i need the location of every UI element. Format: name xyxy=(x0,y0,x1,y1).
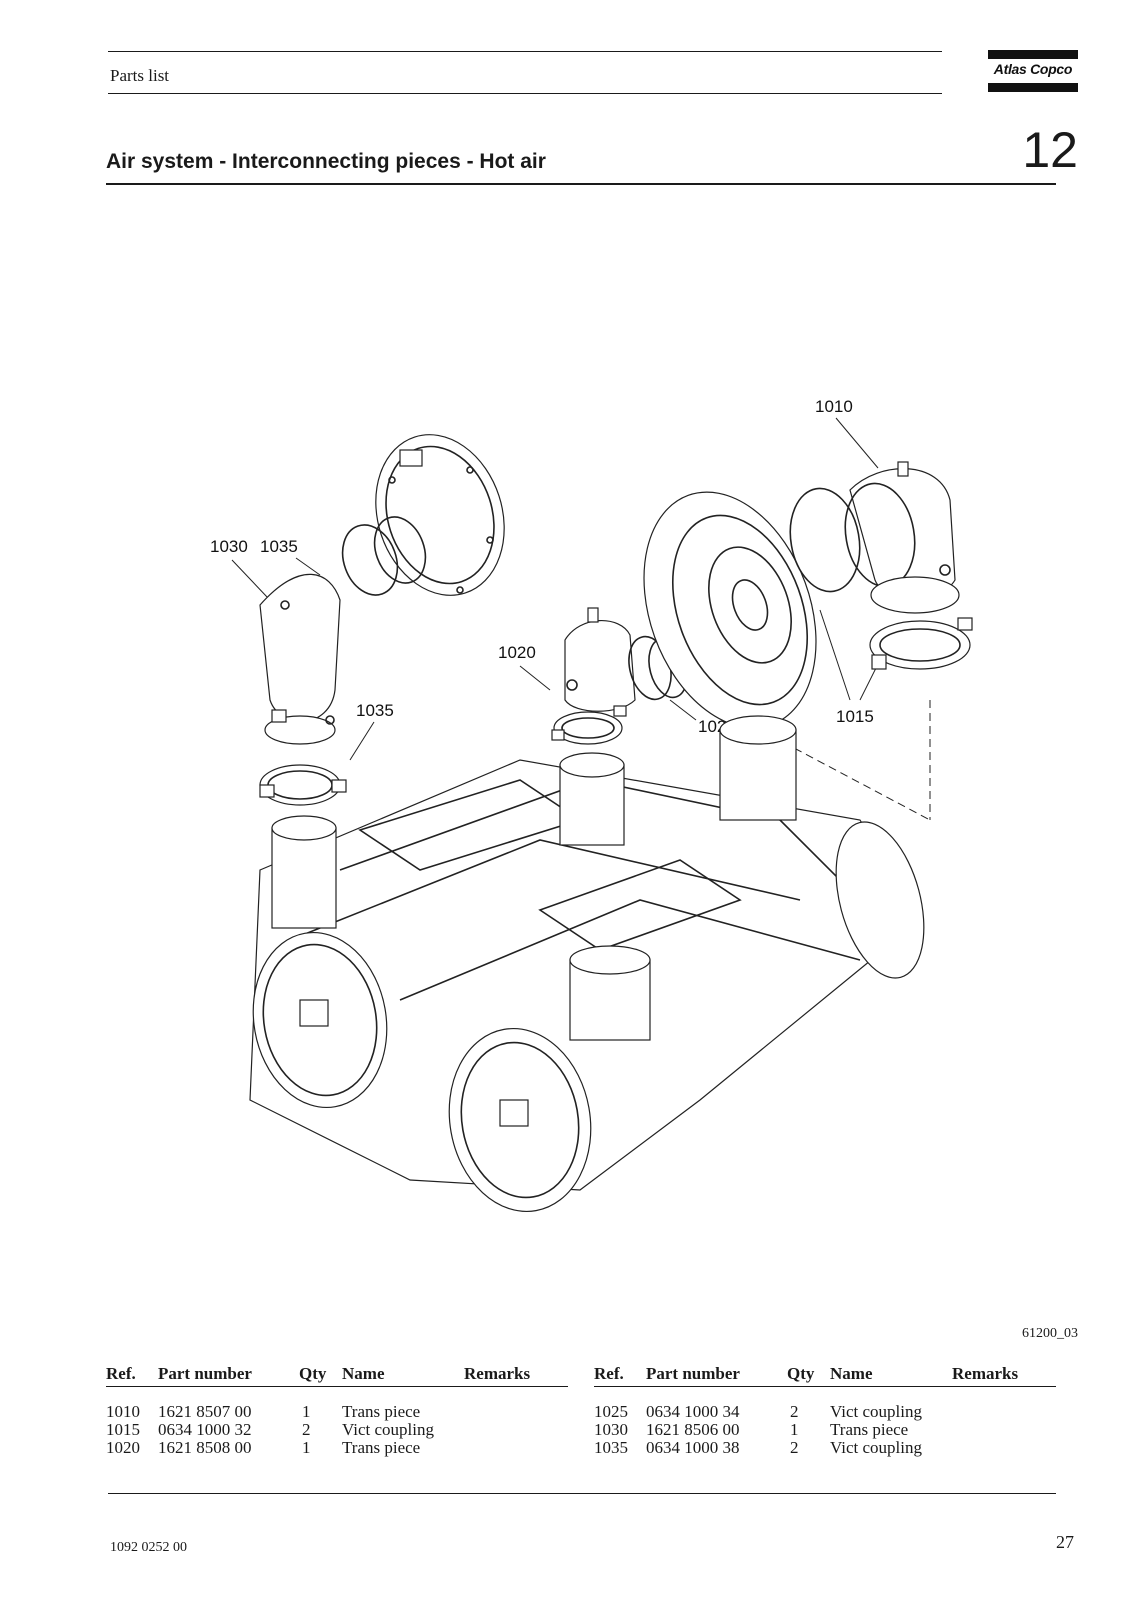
callout-1030: 1030 xyxy=(210,537,248,556)
cell-ref: 1020 xyxy=(106,1438,140,1457)
vict-coupling-1025 xyxy=(551,705,627,745)
cell-qty: 2 xyxy=(302,1420,311,1439)
col-ref: Ref. xyxy=(594,1364,624,1383)
cell-qty: 1 xyxy=(790,1420,799,1439)
callout-1010: 1010 xyxy=(815,400,853,416)
callout-1035-lower: 1035 xyxy=(356,701,394,720)
cell-name: Trans piece xyxy=(342,1438,421,1457)
callout-1020: 1020 xyxy=(498,643,536,662)
logo-text: Atlas Copco xyxy=(993,61,1073,77)
trans-piece-1010 xyxy=(844,461,960,614)
exploded-parts-drawing: 1010 1030 1035 1020 1035 1025 1015 xyxy=(210,400,973,1213)
page-title: Air system - Interconnecting pieces - Ho… xyxy=(106,150,546,173)
cell-name: Trans piece xyxy=(830,1420,909,1439)
header-bottom-rule xyxy=(108,93,942,94)
center-flange xyxy=(643,491,817,729)
footer-page-number: 27 xyxy=(1056,1532,1074,1552)
cell-ref: 1035 xyxy=(594,1438,628,1457)
col-qty: Qty xyxy=(299,1364,327,1383)
atlas-copco-logo: Atlas Copco xyxy=(988,50,1078,92)
col-name: Name xyxy=(830,1364,873,1383)
cell-part-number: 0634 1000 32 xyxy=(158,1420,252,1439)
cell-qty: 1 xyxy=(302,1438,311,1457)
compressor-body xyxy=(249,715,925,1213)
col-remarks: Remarks xyxy=(464,1364,531,1383)
col-remarks: Remarks xyxy=(952,1364,1019,1383)
col-ref: Ref. xyxy=(106,1364,136,1383)
drawing-id: 61200_03 xyxy=(1022,1326,1078,1341)
leader-lines xyxy=(231,417,881,761)
footer-doc-number: 1092 0252 00 xyxy=(110,1540,187,1555)
trans-piece-1030 xyxy=(259,516,427,745)
cell-name: Trans piece xyxy=(342,1402,421,1421)
cell-ref: 1025 xyxy=(594,1402,628,1421)
table-header-rule-right xyxy=(594,1386,1056,1387)
vict-coupling-1035 xyxy=(259,764,347,806)
cell-ref: 1015 xyxy=(106,1420,140,1439)
header-top-rule xyxy=(108,51,942,52)
col-qty: Qty xyxy=(787,1364,815,1383)
table-header-rule-left xyxy=(106,1386,568,1387)
cell-part-number: 0634 1000 34 xyxy=(646,1402,740,1421)
cell-part-number: 0634 1000 38 xyxy=(646,1438,740,1457)
chapter-number: 12 xyxy=(1022,122,1078,178)
cell-qty: 2 xyxy=(790,1402,799,1421)
logo-top-bar xyxy=(988,50,1078,59)
callout-1035-upper: 1035 xyxy=(260,537,298,556)
cell-name: Vict coupling xyxy=(830,1402,922,1421)
cell-qty: 1 xyxy=(302,1402,311,1421)
cell-ref: 1030 xyxy=(594,1420,628,1439)
cell-part-number: 1621 8508 00 xyxy=(158,1438,252,1457)
col-part-number: Part number xyxy=(158,1364,252,1383)
cell-qty: 2 xyxy=(790,1438,799,1457)
cell-part-number: 1621 8507 00 xyxy=(158,1402,252,1421)
col-name: Name xyxy=(342,1364,385,1383)
callout-1015: 1015 xyxy=(836,707,874,726)
cell-ref: 1010 xyxy=(106,1402,140,1421)
cell-name: Vict coupling xyxy=(342,1420,434,1439)
upper-left-flange xyxy=(375,434,505,596)
cell-part-number: 1621 8506 00 xyxy=(646,1420,740,1439)
logo-bottom-bar xyxy=(988,83,1078,92)
section-label: Parts list xyxy=(110,66,170,85)
title-rule xyxy=(106,183,1056,185)
col-part-number: Part number xyxy=(646,1364,740,1383)
vict-coupling-1015 xyxy=(789,487,973,670)
cell-name: Vict coupling xyxy=(830,1438,922,1457)
footer-rule xyxy=(108,1493,1056,1494)
